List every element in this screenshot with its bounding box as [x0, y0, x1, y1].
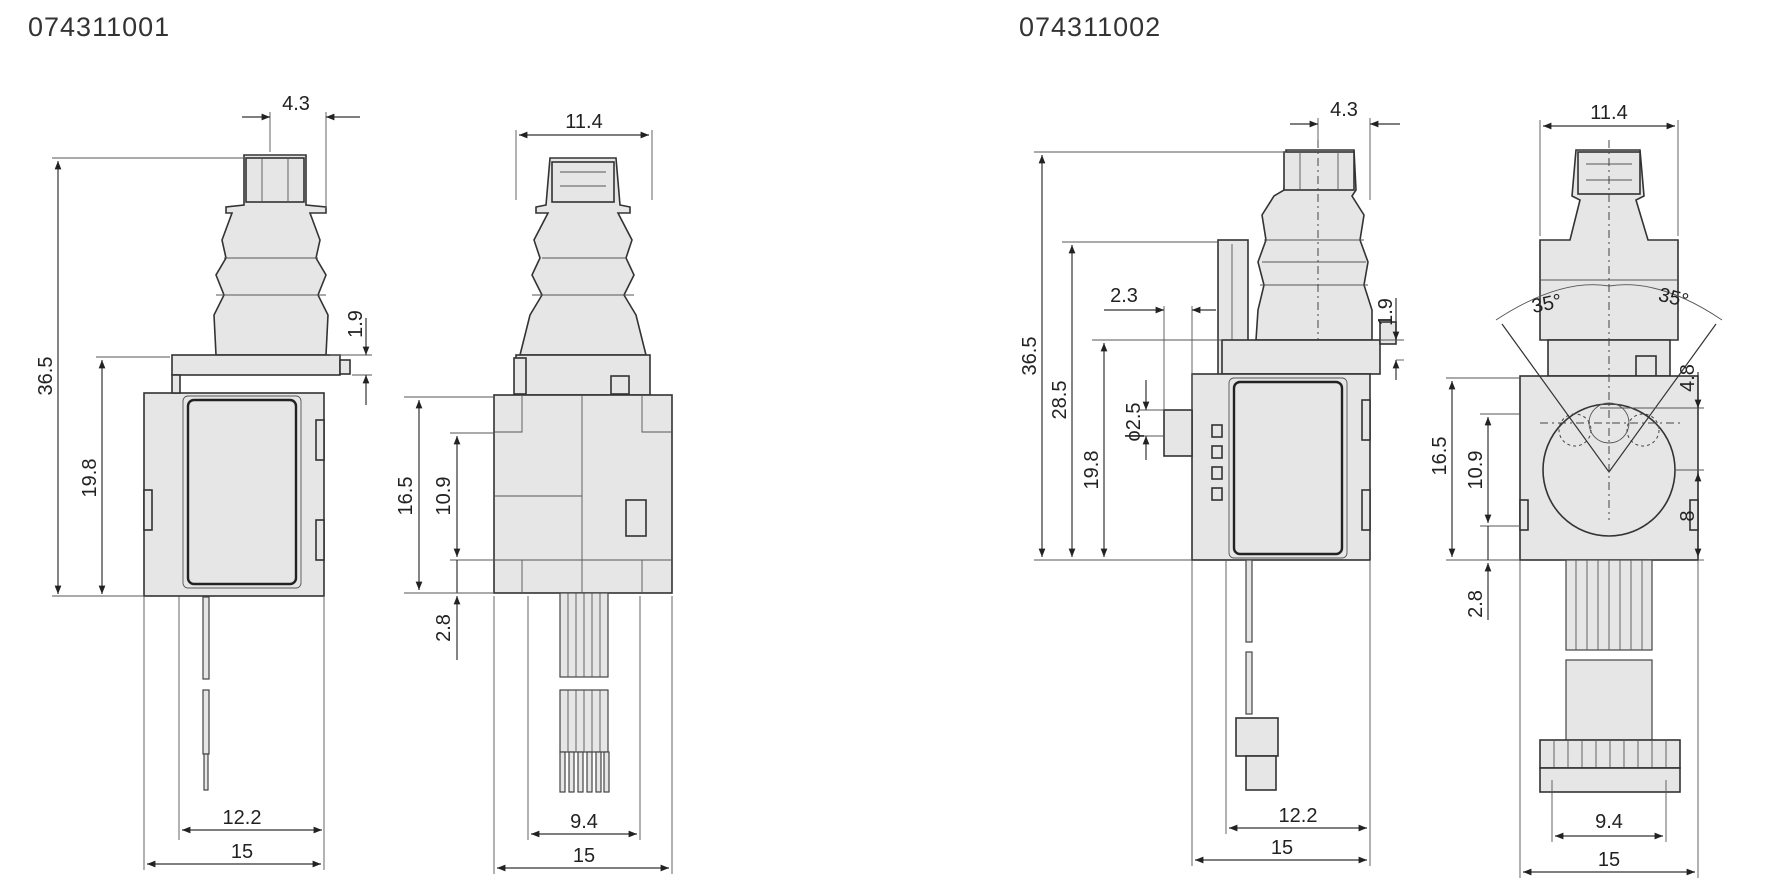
dim2-top-width: 11.4: [1590, 102, 1627, 124]
part-number-right: 074311002: [1019, 12, 1162, 42]
part2-side-dimensions: 4.3 36.5 28.5 19.8 2.3 ϕ2.5 1.9 12.2 15: [1019, 99, 1404, 866]
part1-front-pins: [559, 592, 610, 793]
part2-side-window: [1232, 380, 1344, 556]
dim2-overall-height: 36.5: [1019, 337, 1041, 376]
part1-front-block: [493, 394, 673, 594]
part1-front-view: [493, 157, 673, 793]
part2-front-pins: [1539, 559, 1681, 793]
dim2-lever-height: 28.5: [1049, 381, 1071, 420]
dim-width-front: 15: [573, 845, 595, 867]
dim2-width-front: 15: [1598, 849, 1620, 871]
dim-pin-pitch: 9.4: [570, 811, 598, 833]
dim2-right-lower: 8: [1677, 510, 1699, 521]
part1-side-flange: [171, 354, 341, 376]
dim2-right-upper: 4.8: [1677, 364, 1699, 392]
dim2-width-side: 15: [1271, 837, 1293, 859]
part2-front-view: [1495, 140, 1723, 793]
part2-side-view: [1163, 140, 1397, 791]
part1-front-dimensions: 11.4 16.5 10.9 2.8 9.4 15: [395, 111, 673, 874]
dim-top-offset: 4.3: [282, 93, 310, 115]
part1-side-dimensions: 4.3 36.5 19.8 1.9 12.2 15: [35, 93, 372, 870]
part1-side-window: [186, 398, 298, 586]
dim2-pin-offset: 2.3: [1110, 285, 1138, 307]
part2-front-bellows: [1539, 149, 1679, 341]
dim2-flange-step: 1.9: [1375, 298, 1397, 326]
dim-pin-span: 12.2: [223, 807, 262, 829]
part2-front-dimensions: 11.4 35° 35° 16.5 10.9 2.8 4.8 8 9.4 15: [1429, 102, 1704, 878]
dim-body-height: 19.8: [79, 459, 101, 498]
dim2-pin-span: 12.2: [1279, 805, 1318, 827]
dim-front-height: 16.5: [395, 477, 417, 516]
part1-side-view: [143, 154, 351, 791]
part1-side-cap: [245, 157, 305, 203]
dim2-pin-length: 2.8: [1465, 590, 1487, 618]
dim-overall-height: 36.5: [35, 357, 57, 396]
part2-side-flange: [1221, 339, 1381, 375]
dim2-pin-pitch: 9.4: [1595, 811, 1623, 833]
part1-front-flange: [515, 354, 651, 396]
dim2-window-height: 10.9: [1465, 451, 1487, 490]
part-number-left: 074311001: [28, 12, 171, 42]
dim-flange-step: 1.9: [345, 310, 367, 338]
dim2-body-height: 19.8: [1081, 451, 1103, 490]
dim-window-height: 10.9: [433, 477, 455, 516]
dim-width-side: 15: [231, 841, 253, 863]
dim-top-width: 11.4: [565, 111, 602, 133]
dim-pin-length: 2.8: [433, 614, 455, 642]
dim2-front-height: 16.5: [1429, 437, 1451, 476]
dim2-top-offset: 4.3: [1330, 99, 1358, 121]
dim2-hole-diameter: ϕ2.5: [1123, 402, 1145, 441]
